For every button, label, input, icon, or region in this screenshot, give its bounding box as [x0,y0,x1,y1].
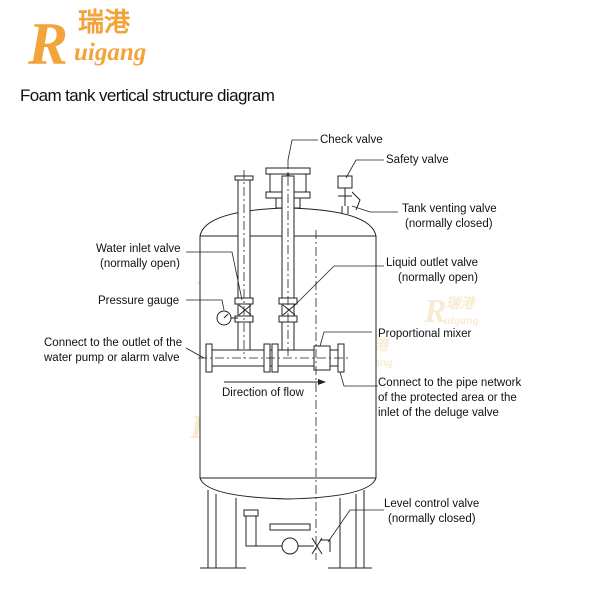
tank-venting-pipe [341,206,349,214]
label-safety-valve: Safety valve [386,154,449,166]
label-tank-venting-valve-state: (normally closed) [405,218,493,230]
label-pipe-network-line2: of the protected area or the [378,392,517,404]
water-inlet-valve [238,304,252,316]
label-level-control-valve-state: (normally closed) [388,513,476,525]
label-pump-outlet-line2: water pump or alarm valve [43,352,180,364]
page-title: Foam tank vertical structure diagram [20,86,275,105]
label-level-control-valve: Level control valve [384,498,479,510]
label-tank-venting-valve: Tank venting valve [402,203,497,215]
label-water-inlet-valve: Water inlet valve [96,243,181,255]
svg-text:R: R [423,293,447,330]
label-pump-outlet-line1: Connect to the outlet of the [44,337,182,349]
svg-text:瑞港: 瑞港 [446,295,477,312]
logo-letter-r: R [27,11,68,77]
logo-chinese: 瑞港 [78,8,131,38]
flow-arrow [224,379,326,385]
liquid-outlet-valve [282,304,296,316]
tank-legs [207,490,365,568]
label-water-inlet-valve-state: (normally open) [100,258,180,270]
level-control-valve [311,537,331,555]
label-pipe-network-line3: inlet of the deluge valve [378,407,499,419]
label-check-valve: Check valve [320,134,383,146]
label-pipe-network-line1: Connect to the pipe network [378,377,521,389]
logo-latin: uigang [74,39,146,66]
label-direction-of-flow: Direction of flow [222,387,305,399]
label-pressure-gauge: Pressure gauge [98,295,179,307]
label-liquid-outlet-valve: Liquid outlet valve [386,257,478,269]
safety-valve [337,175,353,189]
svg-text:uigang: uigang [444,313,479,327]
brand-logo: R 瑞港 uigang [27,8,146,77]
label-proportional-mixer: Proportional mixer [378,328,471,340]
label-liquid-outlet-valve-state: (normally open) [398,272,478,284]
